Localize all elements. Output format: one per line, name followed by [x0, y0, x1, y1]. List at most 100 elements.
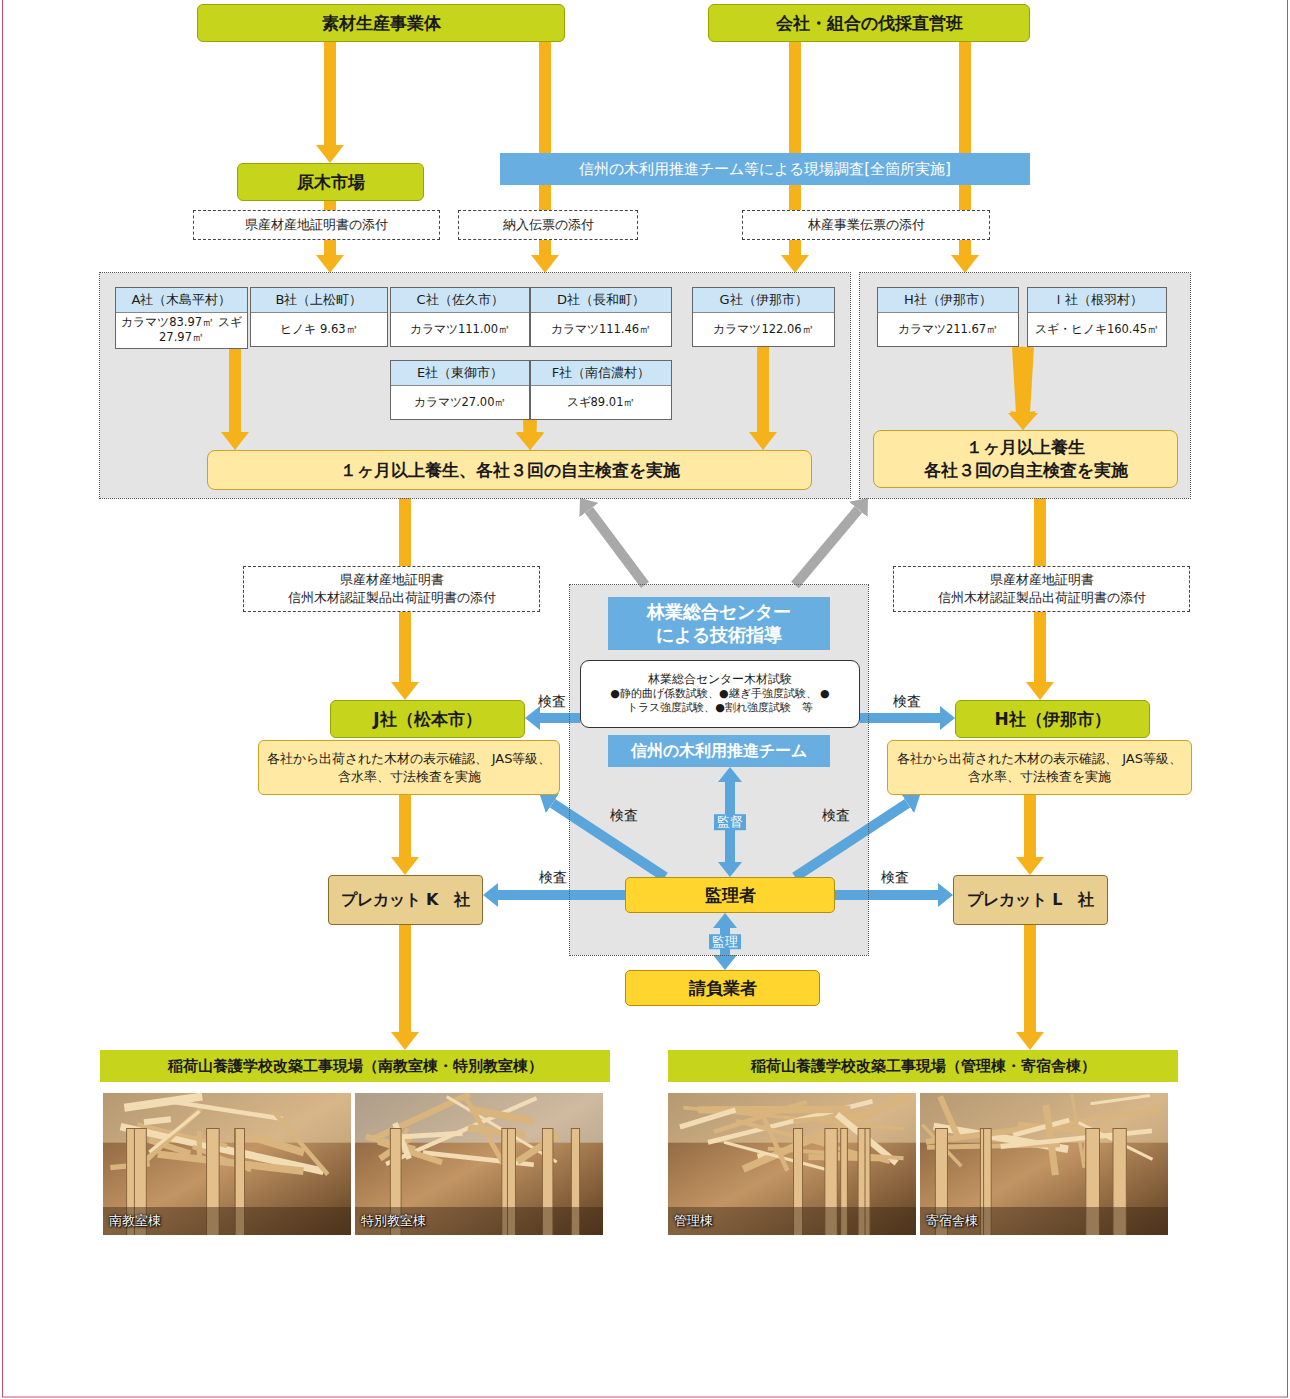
- box-text: カラマツ122.06㎥: [693, 313, 834, 346]
- company-box: A社（木島平村）カラマツ83.97㎥ スギ 27.97㎥: [115, 287, 248, 349]
- box-text: 県産材産地証明書 信州木材認証製品出荷証明書の添付: [900, 571, 1183, 606]
- box-text: Ｉ社（根羽村）: [1028, 288, 1166, 313]
- box-text: カラマツ111.46㎥: [531, 313, 671, 346]
- box-text: 稲荷山養護学校改築工事現場（南教室棟・特別教室棟）: [168, 1056, 543, 1076]
- flow-arrow: [399, 612, 411, 682]
- flow-arrow: [1024, 795, 1036, 857]
- center-region: 林業総合センター による技術指導林業総合センター木材試験●静的曲げ係数試験、●継…: [570, 585, 868, 955]
- box-text: C社（佐久市）: [391, 288, 529, 313]
- edge-label: 検査: [893, 693, 921, 710]
- flow-arrow: [399, 795, 411, 857]
- edge-label: 検査: [610, 807, 638, 824]
- company-box: H社（伊那市）カラマツ211.67㎥: [877, 287, 1019, 347]
- box-text: スギ89.01㎥: [531, 386, 671, 419]
- box-text: 素材生産事業体: [322, 12, 441, 35]
- box-text: 監理者: [705, 884, 756, 907]
- box-text: カラマツ111.00㎥: [391, 313, 529, 346]
- box-text: スギ・ヒノキ160.45㎥: [1028, 313, 1166, 346]
- flow-arrow: [324, 42, 336, 145]
- edge-label: 監理: [709, 934, 741, 950]
- site-band: 稲荷山養護学校改築工事現場（管理棟・寄宿舎棟）: [668, 1050, 1178, 1082]
- flow-arrow: [324, 201, 336, 210]
- flow-arrow: [789, 240, 801, 255]
- box-text: 会社・組合の伐採直営班: [776, 12, 963, 35]
- edge-label: 監督: [714, 814, 746, 830]
- box-text: H社（伊那市）: [994, 708, 1110, 731]
- box-text: E社（東御市）: [391, 361, 529, 386]
- company-box: D社（長和町）カラマツ111.46㎥: [530, 287, 672, 347]
- guidance-box: 林業総合センター による技術指導: [608, 597, 830, 650]
- flow-arrow: [757, 347, 769, 432]
- document-box: 県産材産地証明書の添付: [193, 210, 440, 240]
- box-text: D社（長和町）: [531, 288, 671, 313]
- company-box: Ｉ社（根羽村）スギ・ヒノキ160.45㎥: [1027, 287, 1167, 347]
- company-box: E社（東御市）カラマツ27.00㎥: [390, 360, 530, 420]
- box-text: ●静的曲げ係数試験、●継ぎ手強度試験、 ●トラス強度試験、●割れ強度試験 等: [587, 687, 853, 716]
- flow-arrow: [1034, 498, 1046, 566]
- page-frame: [3, 0, 1288, 1397]
- box-text: H社（伊那市）: [878, 288, 1018, 313]
- flow-arrow: [539, 240, 551, 255]
- box-text: 各社から出荷された木材の表示確認、 JAS等級、含水率、寸法検査を実施: [894, 750, 1185, 785]
- document-box: 県産材産地証明書 信州木材認証製品出荷証明書の添付: [893, 566, 1190, 612]
- edge-label: 検査: [881, 869, 909, 886]
- mill-region: H社（伊那市）カラマツ211.67㎥Ｉ社（根羽村）スギ・ヒノキ160.45㎥１ヶ…: [860, 273, 1190, 498]
- site-photo: [355, 1093, 603, 1235]
- box-text: １ヶ月以上養生 各社３回の自主検査を実施: [882, 436, 1169, 482]
- flow-arrow: [525, 420, 537, 432]
- site-band: 稲荷山養護学校改築工事現場（南教室棟・特別教室棟）: [100, 1050, 610, 1082]
- box-text: １ヶ月以上養生、各社３回の自主検査を実施: [340, 459, 680, 482]
- box-text: G社（伊那市）: [693, 288, 834, 313]
- inspector-box: J社（松本市）: [330, 700, 525, 738]
- flow-arrow: [795, 803, 907, 877]
- flow-arrow: [399, 498, 411, 566]
- flow-arrow: [795, 509, 858, 585]
- box-text: 信州の木利用推進チーム: [631, 740, 807, 762]
- precut-box: プレカット L 社: [953, 875, 1108, 925]
- box-text: カラマツ211.67㎥: [878, 313, 1018, 346]
- site-photo: [920, 1093, 1168, 1235]
- box-text: 林業総合センター木材試験: [648, 672, 792, 687]
- company-box: C社（佐久市）カラマツ111.00㎥: [390, 287, 530, 347]
- box-text: 原木市場: [297, 171, 365, 194]
- box-text: A社（木島平村）: [116, 288, 247, 313]
- box-text: カラマツ27.00㎥: [391, 386, 529, 419]
- test-box: 林業総合センター木材試験●静的曲げ係数試験、●継ぎ手強度試験、 ●トラス強度試験…: [580, 660, 860, 728]
- region-ground: [100, 273, 850, 498]
- flow-arrow: [498, 890, 625, 900]
- flow-arrow: [399, 925, 411, 1032]
- box-text: 請負業者: [689, 977, 757, 1000]
- flow-arrow: [1034, 612, 1046, 682]
- flow-arrow: [589, 510, 645, 585]
- document-box: 林産事業伝票の添付: [742, 210, 990, 240]
- box-text: プレカット K 社: [341, 890, 471, 909]
- box-text: B社（上松町）: [251, 288, 387, 313]
- box-text: 林産事業伝票の添付: [808, 216, 925, 234]
- box-text: 納入伝票の添付: [503, 216, 594, 234]
- precut-box: プレカット K 社: [328, 875, 483, 925]
- document-box: 県産材産地証明書 信州木材認証製品出荷証明書の添付: [243, 566, 540, 612]
- box-text: 林業総合センター による技術指導: [616, 601, 822, 646]
- photo-caption: 特別教室棟: [361, 1213, 426, 1229]
- box-text: 稲荷山養護学校改築工事現場（管理棟・寄宿舎棟）: [751, 1056, 1096, 1076]
- inspection-box: 各社から出荷された木材の表示確認、 JAS等級、含水率、寸法検査を実施: [258, 740, 560, 795]
- box-text: 各社から出荷された木材の表示確認、 JAS等級、含水率、寸法検査を実施: [265, 750, 553, 785]
- box-text: ヒノキ 9.63㎥: [251, 313, 387, 346]
- box-text: 県産材産地証明書 信州木材認証製品出荷証明書の添付: [250, 571, 533, 606]
- site-photo: [668, 1093, 916, 1235]
- edge-label: 検査: [539, 869, 567, 886]
- region-ground: [860, 273, 1190, 498]
- market-box: 原木市場: [237, 163, 424, 201]
- box-text: J社（松本市）: [373, 708, 481, 731]
- company-box: B社（上松町）ヒノキ 9.63㎥: [250, 287, 388, 347]
- flow-arrow: [860, 713, 940, 723]
- site-photo: [103, 1093, 351, 1235]
- flow-arrow: [835, 890, 938, 900]
- edge-label: 検査: [822, 807, 850, 824]
- source-box: 素材生産事業体: [197, 4, 565, 42]
- photo-caption: 寄宿舎棟: [926, 1213, 978, 1229]
- company-box: G社（伊那市）カラマツ122.06㎥: [692, 287, 835, 347]
- document-box: 納入伝票の添付: [458, 210, 638, 240]
